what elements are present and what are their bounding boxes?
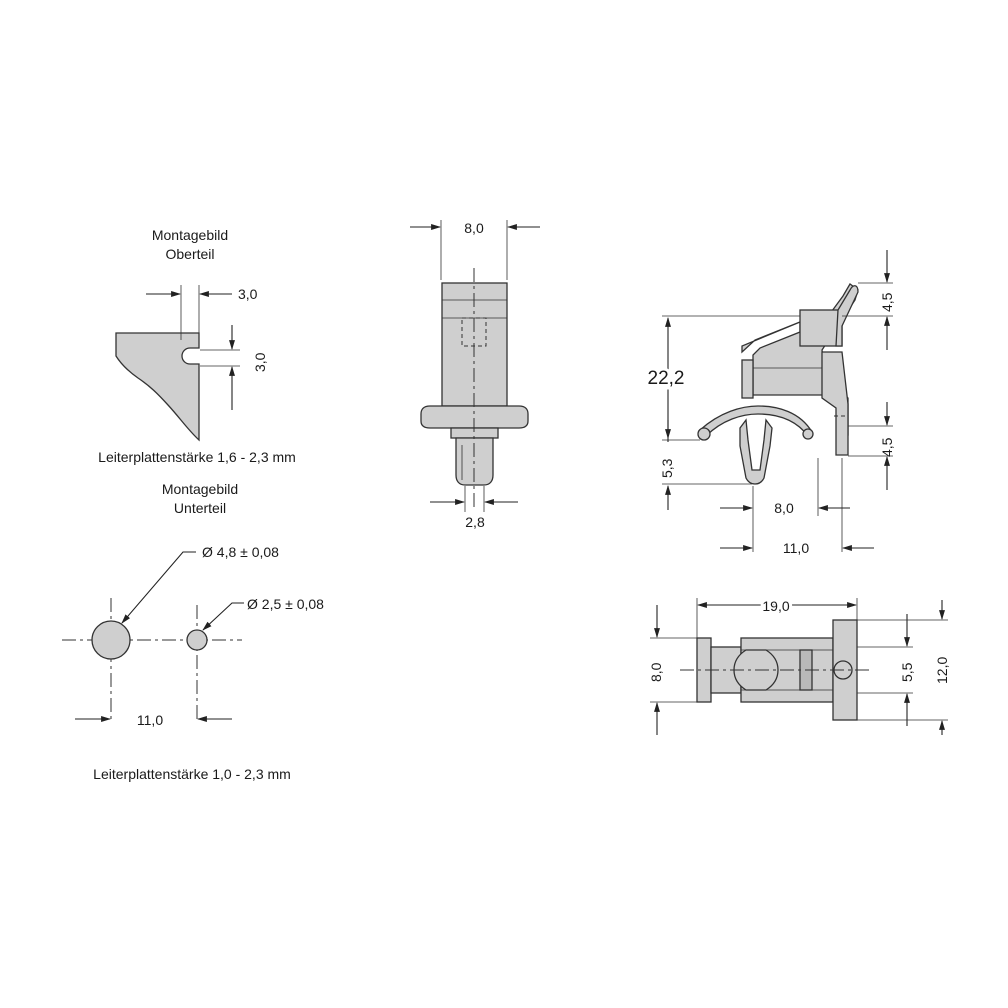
leader-small	[202, 602, 244, 631]
hole-large	[91, 620, 131, 660]
front-view: 8,0 2,8	[410, 220, 540, 530]
dim-top: 4,5	[879, 292, 895, 312]
bottom-title-line1: Montagebild	[162, 481, 238, 497]
plan-view: 19,0 8,0 5,5 12,0	[648, 595, 950, 735]
pcb-section	[115, 332, 200, 442]
dim-plan-width: 8,0	[648, 662, 664, 682]
dim-spacing: 11,0	[137, 712, 163, 728]
side-hook	[835, 285, 859, 347]
dim-bottom-left: 5,3	[659, 458, 675, 478]
hole-small	[186, 629, 208, 651]
mounting-view-bottom: Montagebild Unterteil Ø 4,8 ± 0,08 Ø 2,5…	[62, 481, 324, 782]
dim-pin: 2,8	[465, 514, 485, 530]
dim-inner: 8,0	[774, 500, 794, 516]
side-wings	[699, 405, 813, 437]
dim-hole-large: Ø 4,8 ± 0,08	[202, 544, 279, 560]
bottom-title-line2: Unterteil	[174, 500, 226, 516]
top-title-line1: Montagebild	[152, 227, 228, 243]
dim-plan-inner: 5,5	[899, 662, 915, 682]
leader-large	[121, 551, 196, 624]
mounting-view-top: Montagebild Oberteil 3,0 3,0 Leiterplatt…	[98, 227, 296, 465]
dim-plan-length: 19,0	[762, 598, 789, 614]
dim-outer: 11,0	[783, 540, 809, 556]
side-clip	[739, 418, 773, 485]
dim-height-total: 22,2	[648, 368, 685, 389]
side-left-post	[741, 359, 754, 399]
side-stem	[821, 351, 849, 456]
front-flange	[420, 405, 529, 429]
dim-slot-depth: 3,0	[252, 352, 268, 372]
dim-hole-small: Ø 2,5 ± 0,08	[247, 596, 324, 612]
dim-slot-width: 3,0	[238, 286, 258, 302]
dim-bottom-right: 4,5	[879, 437, 895, 457]
bottom-caption: Leiterplattenstärke 1,0 - 2,3 mm	[93, 766, 291, 782]
wing-tip-right	[802, 428, 814, 440]
dim-plan-outer: 12,0	[934, 657, 950, 684]
top-caption: Leiterplattenstärke 1,6 - 2,3 mm	[98, 449, 296, 465]
side-view: 22,2 5,3 4,5 4,5 8,0 11,0	[645, 250, 895, 556]
top-title-line2: Oberteil	[165, 246, 214, 262]
dim-front-width: 8,0	[464, 220, 484, 236]
side-top-block	[799, 309, 843, 347]
wing-tip-left	[697, 427, 711, 441]
